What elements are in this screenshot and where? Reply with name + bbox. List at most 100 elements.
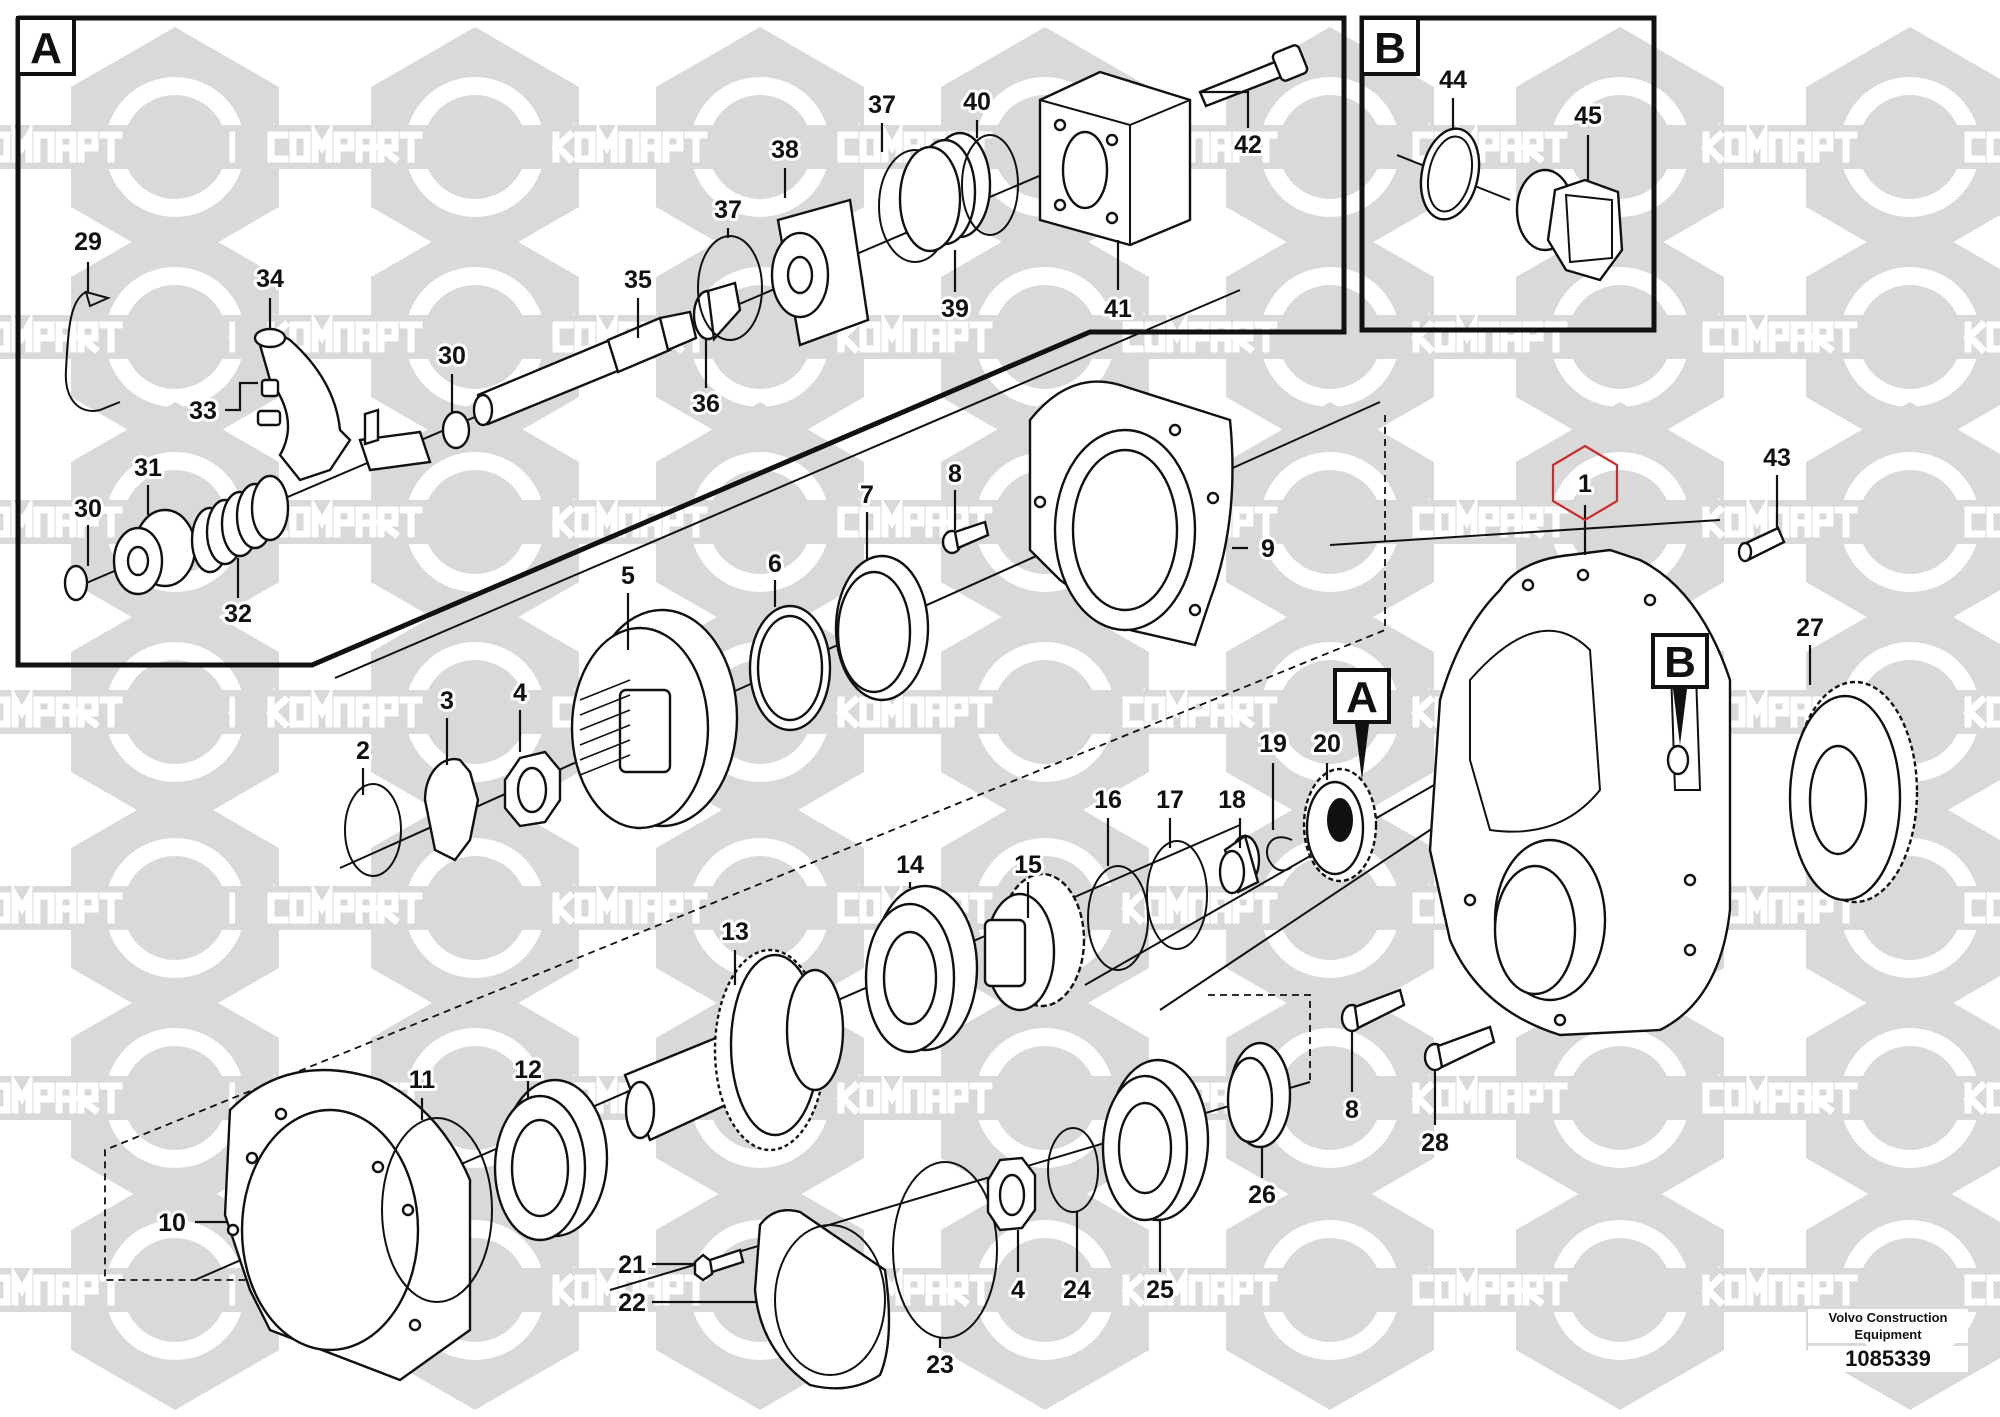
callout-23[interactable]: 23 [923, 1348, 957, 1382]
housing-ref-a-box [1333, 668, 1391, 780]
callout-10[interactable]: 10 [155, 1206, 189, 1240]
callout-30[interactable]: 30 [71, 492, 105, 526]
part-41-cylinder-housing [1038, 70, 1192, 247]
part-26-seal [1226, 1041, 1292, 1149]
part-22-cover [753, 1208, 891, 1390]
inset-a-parts [63, 44, 1309, 602]
callout-39[interactable]: 39 [938, 292, 972, 326]
part-23-o-ring [892, 1161, 998, 1339]
callout-4[interactable]: 4 [510, 676, 530, 710]
part-39-piston [898, 131, 992, 253]
part-5-drive-flange [570, 608, 739, 830]
callout-45[interactable]: 45 [1571, 99, 1605, 133]
callout-44[interactable]: 44 [1436, 63, 1470, 97]
part-18-needle-bearing [1218, 834, 1261, 895]
part-43-dowel-pin [1737, 526, 1786, 563]
part-3-lock-washer [423, 757, 480, 862]
callout-13[interactable]: 13 [718, 915, 752, 949]
callout-2[interactable]: 2 [353, 734, 373, 768]
callout-24[interactable]: 24 [1060, 1273, 1094, 1307]
watermark-logo [1670, 27, 2000, 267]
callout-11[interactable]: 11 [406, 1063, 439, 1097]
inset-a-label: A [30, 24, 62, 73]
part-10-gasket [223, 1068, 472, 1382]
callout-37[interactable]: 37 [711, 193, 745, 227]
callout-33[interactable]: 33 [186, 394, 220, 428]
callout-12[interactable]: 12 [511, 1053, 545, 1087]
callout-31[interactable]: 31 [131, 451, 165, 485]
callout-4b[interactable]: 4 [1008, 1273, 1028, 1307]
callout-32[interactable]: 32 [221, 597, 255, 631]
part-37-o-ring [697, 235, 763, 341]
part-7-seal [834, 554, 930, 702]
callout-5[interactable]: 5 [618, 559, 638, 593]
callout-26[interactable]: 26 [1245, 1178, 1279, 1212]
highlight-hexagon [1551, 444, 1619, 522]
callout-41[interactable]: 41 [1101, 292, 1135, 326]
watermark-logo [1670, 217, 2000, 457]
part-30-washer [63, 564, 89, 602]
callout-15[interactable]: 15 [1011, 848, 1045, 882]
part-13-gear-shaft [623, 948, 845, 1152]
part-9-cover [1028, 380, 1234, 647]
part-28-bolt [1423, 1025, 1496, 1072]
callout-29[interactable]: 29 [71, 225, 105, 259]
part-11-o-ring [381, 1117, 493, 1303]
callout-17[interactable]: 17 [1153, 783, 1187, 817]
callout-6[interactable]: 6 [765, 547, 785, 581]
callout-25[interactable]: 25 [1143, 1273, 1177, 1307]
callout-7[interactable]: 7 [857, 478, 877, 512]
part-16-ring [1087, 865, 1149, 971]
part-36-bushing [692, 281, 742, 342]
part-31-bushing [112, 508, 197, 596]
callout-40[interactable]: 40 [960, 85, 994, 119]
callout-22[interactable]: 22 [615, 1286, 649, 1320]
part-33-pins [256, 378, 282, 427]
part-35-shaft [472, 310, 698, 427]
inset-b-parts [1396, 127, 1624, 282]
callout-16[interactable]: 16 [1091, 783, 1125, 817]
callout-36[interactable]: 36 [689, 387, 723, 421]
callout-numbers: 29 34 33 31 30 32 30 35 36 37 38 37 39 4… [71, 63, 1827, 1382]
callout-43[interactable]: 43 [1760, 441, 1794, 475]
callout-38[interactable]: 38 [768, 133, 802, 167]
part-19-snap-ring [1265, 836, 1293, 872]
part-32-spring [190, 474, 290, 574]
part-1-gearbox-housing [1428, 548, 1732, 1037]
callout-37b[interactable]: 37 [865, 88, 899, 122]
housing-ref-a: A [1346, 673, 1378, 722]
callout-35[interactable]: 35 [621, 263, 655, 297]
manufacturer-label: Volvo Construction Equipment [1808, 1309, 1968, 1343]
housing-ref-b: B [1664, 638, 1696, 687]
part-8-bolt [941, 520, 990, 555]
inset-letters: A B A B [30, 24, 1696, 722]
callout-42[interactable]: 42 [1231, 128, 1265, 162]
leader-lines [86, 90, 1812, 1348]
callout-3[interactable]: 3 [437, 684, 457, 718]
main-parts [104, 289, 1919, 1390]
part-8b-bolt [1340, 988, 1406, 1033]
callout-21[interactable]: 21 [615, 1248, 649, 1282]
callout-9[interactable]: 9 [1258, 532, 1278, 566]
callout-8[interactable]: 8 [945, 457, 965, 491]
callout-28[interactable]: 28 [1418, 1126, 1452, 1160]
callout-14[interactable]: 14 [893, 848, 927, 882]
callout-19[interactable]: 19 [1256, 727, 1290, 761]
callout-34[interactable]: 34 [253, 262, 287, 296]
part-25-bearing [1101, 1058, 1210, 1222]
callout-30b[interactable]: 30 [435, 339, 469, 373]
callout-1[interactable]: 1 [1575, 467, 1595, 501]
part-27-gear [1788, 680, 1919, 904]
inset-b-frame [1359, 15, 1657, 333]
part-17-circlip [1146, 840, 1208, 950]
callout-27[interactable]: 27 [1793, 611, 1827, 645]
part-20-hub [1302, 767, 1378, 883]
callout-18[interactable]: 18 [1215, 783, 1249, 817]
drawing-number: 1085339 [1808, 1346, 1968, 1372]
callout-20[interactable]: 20 [1310, 727, 1344, 761]
part-15-synchro-sleeve [983, 872, 1086, 1012]
watermark-logo [1670, 1170, 2000, 1410]
callout-8b[interactable]: 8 [1342, 1093, 1362, 1127]
part-42-bolt [1198, 44, 1309, 108]
part-12-bearing [493, 1078, 609, 1242]
